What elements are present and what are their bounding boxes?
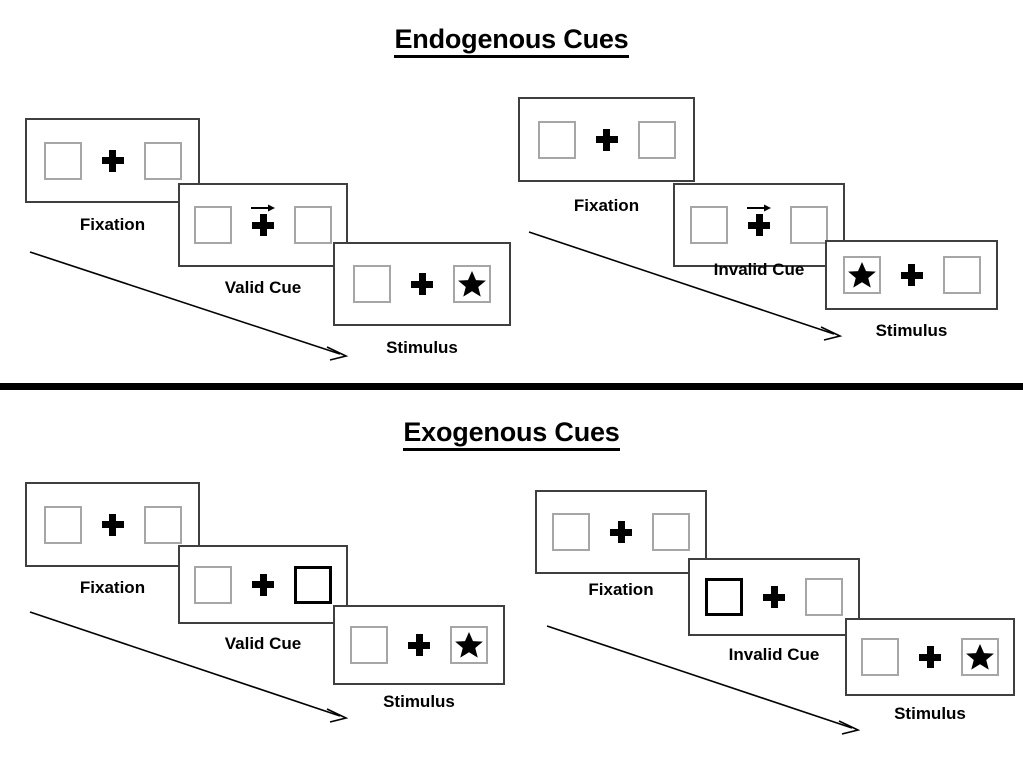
- section-exogenous: Exogenous Cues Fixation Valid Cue: [0, 390, 1023, 767]
- fixation-cross-icon: [763, 586, 785, 608]
- target-box-left: [842, 256, 881, 294]
- frame-exogenous-valid-stimulus: [333, 605, 505, 685]
- fixation-cross-icon: [101, 513, 124, 536]
- fixation-cross-wrap: [250, 563, 276, 607]
- fixation-cross-wrap: [100, 139, 126, 183]
- frame-endogenous-valid-fixation: [25, 118, 200, 203]
- fixation-cross-wrap: [746, 203, 772, 247]
- fixation-cross-icon: [408, 634, 430, 656]
- cue-box-right: [294, 565, 332, 604]
- caption-endogenous-valid-cue: Valid Cue: [224, 278, 302, 297]
- caption-exogenous-valid-stimulus: Stimulus: [383, 692, 455, 711]
- caption-exogenous-invalid-stimulus: Stimulus: [894, 704, 966, 723]
- caption-endogenous-invalid-cue: Invalid Cue: [713, 260, 805, 279]
- placeholder-box-right: [652, 513, 690, 551]
- fixation-cross-wrap: [899, 253, 925, 297]
- frame-endogenous-valid-stimulus: [333, 242, 511, 326]
- frame-endogenous-invalid-stimulus: [825, 240, 998, 310]
- frame-exogenous-valid-cue: [178, 545, 348, 624]
- fixation-cross-icon: [411, 273, 433, 295]
- cue-box-left: [705, 578, 743, 616]
- star-icon: [966, 644, 994, 670]
- fixation-cross-icon: [595, 128, 618, 151]
- frame-endogenous-invalid-fixation: [518, 97, 695, 182]
- placeholder-box-right: [942, 256, 981, 294]
- time-progression-arrow-icon: [546, 625, 861, 735]
- placeholder-box-left: [861, 638, 899, 676]
- frame-exogenous-invalid-fixation: [535, 490, 707, 574]
- arrow-right-icon: [747, 204, 771, 212]
- caption-endogenous-valid-fixation: Fixation: [79, 215, 146, 234]
- frame-exogenous-valid-fixation: [25, 482, 200, 567]
- frame-exogenous-invalid-stimulus: [845, 618, 1015, 696]
- fixation-cross-icon: [252, 214, 274, 236]
- fixation-cross-wrap: [608, 510, 634, 554]
- target-box-right: [961, 638, 999, 676]
- placeholder-box-right: [143, 141, 182, 180]
- section-endogenous: Endogenous Cues Fixation Valid Cue: [0, 24, 1023, 361]
- frame-exogenous-invalid-cue: [688, 558, 860, 636]
- frame-endogenous-invalid-cue: [673, 183, 845, 267]
- placeholder-box-left: [353, 265, 391, 303]
- placeholder-box-left: [194, 206, 232, 244]
- fixation-cross-wrap: [594, 118, 620, 162]
- star-icon: [458, 271, 486, 297]
- fixation-cross-wrap: [409, 262, 435, 306]
- placeholder-box-left: [43, 141, 82, 180]
- placeholder-box-left: [350, 626, 388, 664]
- placeholder-box-right: [790, 206, 828, 244]
- fixation-cross-icon: [101, 149, 124, 172]
- star-icon: [847, 262, 876, 288]
- fixation-cross-wrap: [917, 635, 943, 679]
- fixation-cross-icon: [748, 214, 770, 236]
- placeholder-box-left: [537, 120, 576, 159]
- section-title-exogenous: Exogenous Cues: [0, 417, 1023, 451]
- placeholder-box-left: [43, 505, 82, 544]
- section-title-endogenous: Endogenous Cues: [0, 24, 1023, 58]
- placeholder-box-left: [552, 513, 590, 551]
- arrow-right-icon: [251, 204, 275, 212]
- caption-endogenous-invalid-fixation: Fixation: [573, 196, 640, 215]
- caption-exogenous-invalid-fixation: Fixation: [588, 580, 654, 599]
- fixation-cross-wrap: [406, 623, 432, 667]
- caption-exogenous-valid-cue: Valid Cue: [224, 634, 302, 653]
- placeholder-box-right: [637, 120, 676, 159]
- placeholder-box-right: [143, 505, 182, 544]
- caption-exogenous-valid-fixation: Fixation: [79, 578, 146, 597]
- placeholder-box-left: [194, 565, 232, 604]
- placeholder-box-left: [690, 206, 728, 244]
- fixation-cross-wrap: [761, 575, 787, 619]
- fixation-cross-icon: [610, 521, 632, 543]
- frame-endogenous-valid-cue: [178, 183, 348, 267]
- fixation-cross-icon: [900, 264, 923, 286]
- section-divider: [0, 383, 1023, 390]
- caption-endogenous-invalid-stimulus: Stimulus: [875, 321, 948, 340]
- time-progression-arrow-icon: [29, 611, 349, 723]
- fixation-cross-wrap: [250, 203, 276, 247]
- fixation-cross-icon: [252, 573, 274, 596]
- star-icon: [455, 632, 483, 658]
- fixation-cross-wrap: [100, 503, 126, 547]
- placeholder-box-right: [805, 578, 843, 616]
- target-box-right: [450, 626, 488, 664]
- caption-exogenous-invalid-cue: Invalid Cue: [728, 645, 820, 664]
- fixation-cross-icon: [919, 646, 941, 668]
- caption-endogenous-valid-stimulus: Stimulus: [386, 338, 458, 357]
- placeholder-box-right: [294, 206, 332, 244]
- target-box-right: [453, 265, 491, 303]
